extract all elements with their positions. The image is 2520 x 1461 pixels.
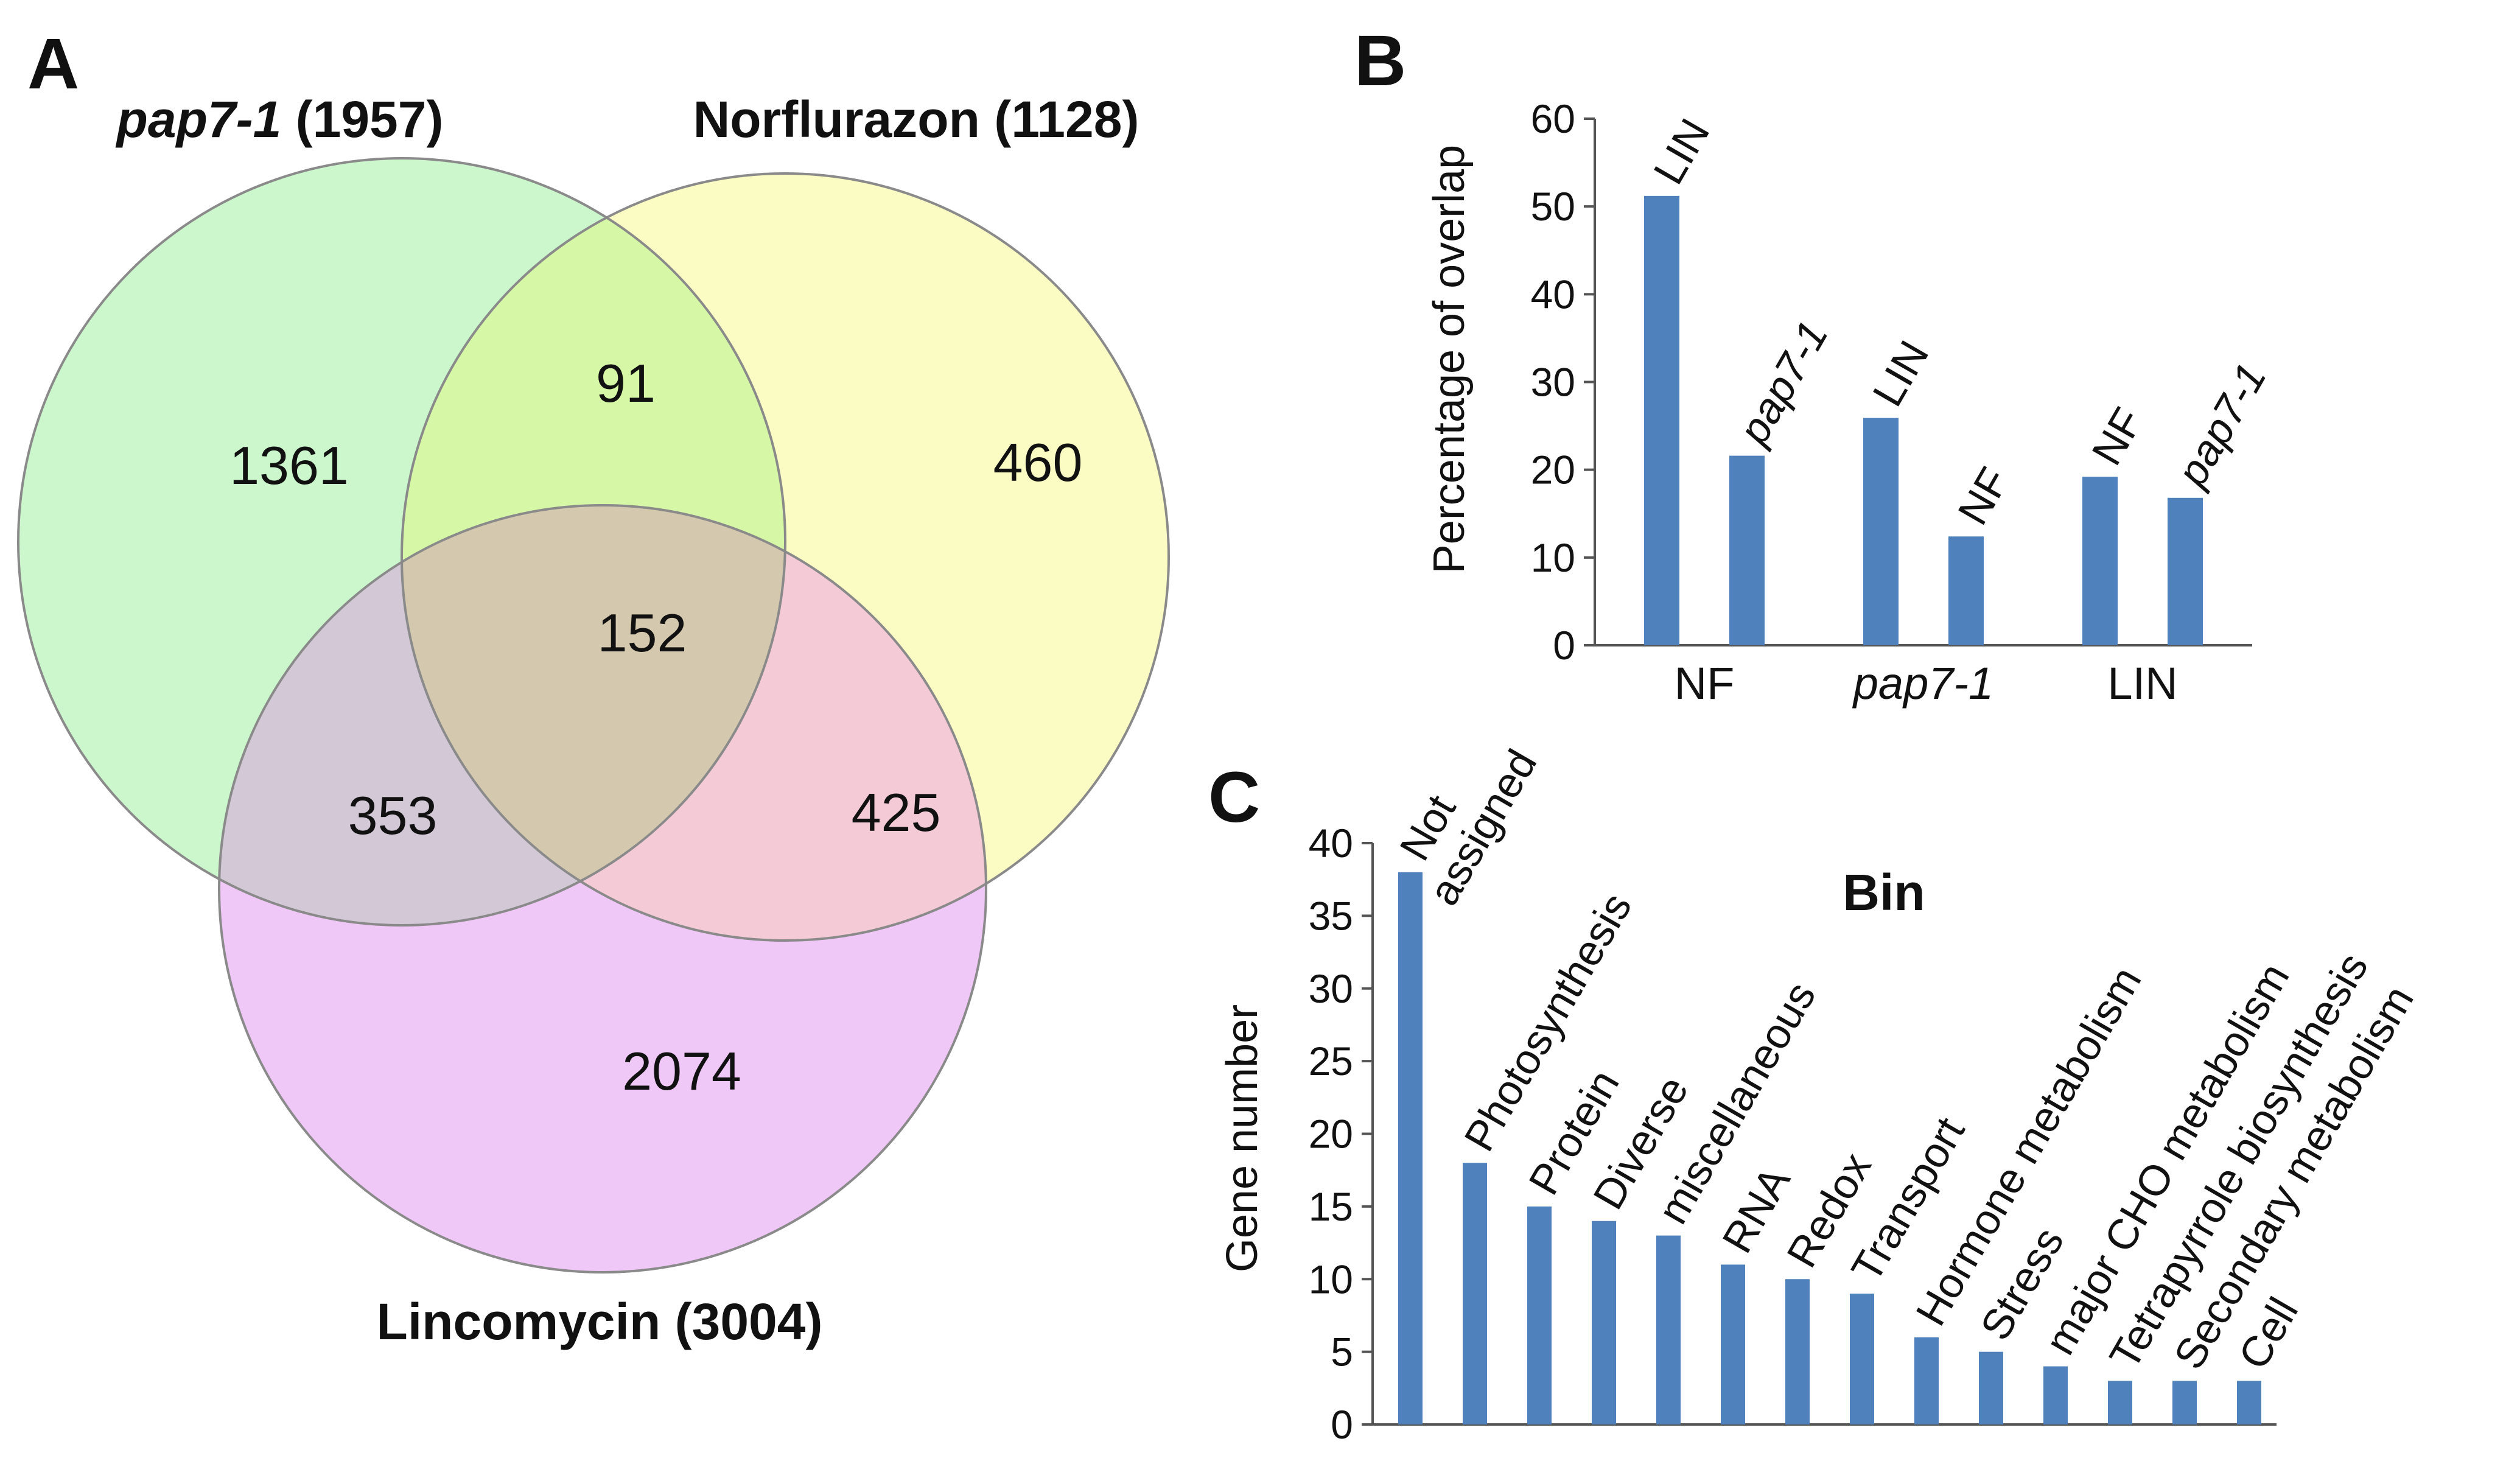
venn-count-pap-only: 1361 bbox=[229, 435, 349, 496]
chart-c-y-tick-label: 0 bbox=[1331, 1402, 1353, 1447]
chart-b-y-axis-label: Percentage of overlap bbox=[1425, 145, 1474, 573]
chart-c-bar bbox=[1398, 872, 1423, 1424]
chart-b-y-tick-label: 30 bbox=[1531, 360, 1575, 405]
chart-c-y-tick-label: 40 bbox=[1309, 821, 1353, 866]
venn-outline-lincomycin bbox=[218, 504, 987, 1274]
chart-c-y-tick-label: 15 bbox=[1309, 1184, 1353, 1229]
chart-b-bar-label: pap7-1 bbox=[2167, 356, 2275, 495]
chart-c-bar bbox=[1914, 1337, 1939, 1424]
chart-c-bar bbox=[1592, 1221, 1616, 1424]
panel-letter-b: B bbox=[1354, 21, 1406, 101]
chart-c-y-tick-label: 35 bbox=[1309, 893, 1353, 938]
chart-b-y-tick-label: 0 bbox=[1553, 623, 1575, 668]
panel-letter-c: C bbox=[1208, 757, 1260, 838]
venn-outline-norflurazon bbox=[401, 172, 1170, 942]
venn-diagram: A pap7-1 (1957) Norflurazon (1128) Linco… bbox=[17, 24, 1170, 1350]
chart-b: B Percentage of overlap 0102030405060NFL… bbox=[1354, 21, 2275, 709]
chart-b-bar-label: LIN bbox=[1863, 333, 1937, 414]
chart-c-y-tick-label: 30 bbox=[1309, 966, 1353, 1011]
venn-count-pap-nf: 91 bbox=[596, 353, 656, 413]
chart-b-y-tick-label: 50 bbox=[1531, 184, 1575, 229]
chart-c-y-tick-label: 25 bbox=[1309, 1039, 1353, 1084]
chart-b-y-tick-label: 10 bbox=[1531, 535, 1575, 580]
chart-b-group-label: NF bbox=[1675, 658, 1735, 709]
venn-count-lin-only: 2074 bbox=[622, 1041, 741, 1101]
chart-c-bar bbox=[1785, 1279, 1810, 1424]
venn-count-nf-only: 460 bbox=[993, 432, 1083, 492]
chart-b-y-tick-label: 20 bbox=[1531, 447, 1575, 492]
chart-b-bar bbox=[1948, 536, 1984, 645]
chart-b-bar bbox=[1644, 195, 1679, 645]
chart-b-y-tick-label: 60 bbox=[1531, 96, 1575, 141]
chart-c-bar bbox=[1463, 1163, 1487, 1424]
chart-c-y-tick-label: 5 bbox=[1331, 1330, 1353, 1375]
chart-b-bar bbox=[2168, 497, 2203, 645]
chart-b-bar bbox=[1863, 418, 1899, 645]
set-title-pap7-1: pap7-1 (1957) bbox=[116, 91, 444, 148]
chart-b-group-label: pap7-1 bbox=[1852, 658, 1993, 709]
set-title-lincomycin: Lincomycin (3004) bbox=[377, 1293, 823, 1350]
chart-c-bar bbox=[1656, 1235, 1681, 1424]
venn-count-pap-lin: 353 bbox=[348, 785, 438, 846]
chart-c-y-tick-label: 20 bbox=[1309, 1112, 1353, 1157]
venn-outline-pap7-1 bbox=[17, 157, 786, 927]
panel-letter-a: A bbox=[27, 24, 79, 104]
chart-c-bar bbox=[2108, 1381, 2132, 1424]
chart-c-y-axis-label: Gene number bbox=[1218, 1004, 1267, 1272]
chart-c-bar bbox=[1527, 1206, 1552, 1424]
chart-b-y-tick-label: 40 bbox=[1531, 272, 1575, 317]
chart-b-bar-label: LIN bbox=[1644, 111, 1718, 192]
chart-b-bar-label: pap7-1 bbox=[1729, 313, 1837, 452]
chart-c-bar bbox=[2043, 1366, 2068, 1424]
chart-b-bar bbox=[2082, 477, 2118, 645]
chart-c-bar bbox=[2172, 1381, 2197, 1424]
chart-c-title: Bin bbox=[1843, 864, 1925, 921]
chart-c-y-tick-label: 10 bbox=[1309, 1256, 1353, 1302]
chart-c-bar bbox=[2237, 1381, 2261, 1424]
chart-c-bar bbox=[1979, 1351, 2003, 1424]
venn-count-nf-lin: 425 bbox=[852, 782, 941, 843]
chart-b-group-label: LIN bbox=[2107, 658, 2177, 709]
chart-b-bar-label: NF bbox=[1948, 460, 2018, 533]
chart-b-bar bbox=[1729, 455, 1765, 645]
chart-c-bar bbox=[1721, 1264, 1745, 1424]
chart-b-bar-label: NF bbox=[2082, 400, 2152, 473]
venn-count-all: 152 bbox=[598, 603, 687, 663]
chart-c-bar-label: Photosynthesis bbox=[1455, 885, 1640, 1159]
chart-c-bar bbox=[1850, 1294, 1874, 1424]
set-title-norflurazon: Norflurazon (1128) bbox=[693, 91, 1139, 148]
